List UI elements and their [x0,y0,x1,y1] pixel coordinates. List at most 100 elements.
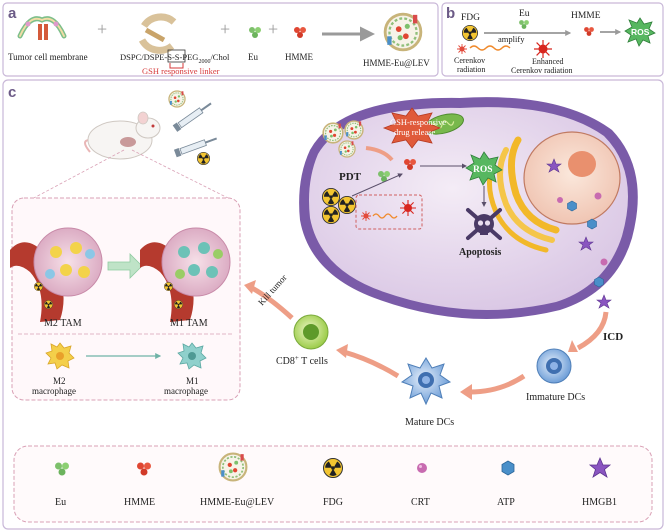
legend-label: HMME-Eu@LEV [200,497,275,508]
hmme-label: HMME [285,52,314,62]
plus-icon: + [268,19,278,39]
legend-label: Eu [55,497,66,508]
ros-label: ROS [631,27,650,37]
pdt-label: PDT [339,171,362,183]
panel-a-frame [2,2,439,77]
m1-macrophage-icon [177,342,207,370]
uptake-arrow [365,146,394,162]
hmgb1-star-icon [588,456,612,478]
vesicle-icon [168,90,186,108]
vesicle-icon [218,452,248,482]
atp-hexagon-icon [501,460,515,476]
legend-label: FDG [323,497,343,508]
mature-dcs-label: Mature DCs [405,417,454,428]
tumor-cell [45,269,55,279]
m2-cell [70,242,82,254]
panel-b-frame [441,2,664,77]
radiation-icon [323,458,343,478]
syringe-icon [173,137,218,158]
cerenkov-label-2: radiation [457,65,485,74]
m2-mac-label-2: macrophage [32,386,76,396]
radiation-icon [44,300,53,309]
panel-b: b FDG Eu HMME ROS amplify [441,2,664,77]
radiation-icon [34,282,43,291]
tumor-mass [161,227,231,297]
atp-hexagon-icon [567,200,577,212]
ros-burst-icon [624,17,656,47]
m2-cell [50,246,62,258]
amplify-label: amplify [498,34,525,44]
eu-cluster-icon [55,462,69,476]
hmme-cluster-icon [404,159,416,170]
m1-cell [198,242,210,254]
legend-label: HMME [124,497,155,508]
immature-dcs-label: Immature DCs [526,392,585,403]
m1-cell [178,246,190,258]
panel-a-letter: a [8,5,17,22]
atp-hexagon-icon [594,276,604,288]
enhanced-label-1: Enhanced [532,57,564,66]
skull-icon [466,208,502,240]
mature-dc-icon [400,357,452,406]
vesicle-icon [338,140,356,158]
panel-c: c [2,79,664,530]
plus-icon: + [220,19,230,39]
legend-item-hmme: HMME [124,462,155,508]
legend-item-crt: CRT [411,463,430,508]
radiation-icon [462,25,478,41]
kill-tumor-arrowhead [244,280,256,294]
legend-label: CRT [411,497,430,508]
cerenkov-star-icon [361,211,371,221]
legend-box [13,445,653,523]
panel-b-letter: b [446,5,455,22]
legend-item-hmgb1: HMGB1 [582,456,617,508]
eu-label: Eu [519,9,530,19]
m1-mac-label-2: macrophage [164,386,208,396]
radiation-icon [164,282,173,291]
m1-cell [206,266,218,278]
vesicle-icon [383,12,423,52]
m1-cell [188,264,200,276]
eu-cluster-icon [249,27,261,38]
activation-arrowhead [336,344,348,358]
crt-sphere-icon [417,463,427,473]
cerenkov-star-icon [457,44,467,54]
t-cell [213,249,223,259]
eu-cluster-icon [378,171,390,182]
m2-cell [60,264,72,276]
immature-dc-icon [536,348,572,384]
mouse-eye [151,124,155,128]
gsh-linker-bracket [169,63,184,69]
m1-tam-label: M1 TAM [170,318,208,329]
vesicle-icon [322,122,344,144]
mouse-illustration [84,111,161,160]
icd-arrowhead [568,340,578,352]
legend-item-eu: Eu [55,462,69,508]
ros-burst-icon [465,151,503,186]
hmgb1-star-icon [578,236,594,251]
m2-macrophage-icon [45,342,75,370]
panel-a: a Tumor cell membrane + DSPC/DSPE-S-S-PE… [2,2,439,77]
ss-bond-box [167,49,186,63]
ros-label: ROS [473,165,493,175]
cd8-t-cell-icon [293,314,329,350]
crt-sphere-icon [594,192,602,200]
kill-tumor-arrow [250,285,294,320]
maturation-arrowhead [460,384,472,400]
panel-c-letter: c [8,84,16,101]
gsh-release-label-2: drug release [394,127,436,137]
activation-arrow [343,349,400,379]
hmme-label: HMME [571,11,601,21]
cd8-label: CD8+ T cells [276,354,328,367]
tumor-mass [33,227,103,297]
radiation-icon [322,188,340,206]
gsh-linker-label: GSH responsive linker [142,66,220,76]
gsh-release-burst [382,107,442,149]
callout-line [29,149,125,201]
nucleolus [568,151,596,177]
radiation-icon [338,196,356,214]
m2-tam-label: M2 TAM [44,318,82,329]
atp-hexagon-icon [587,218,597,230]
vesicle-icon [344,120,364,140]
